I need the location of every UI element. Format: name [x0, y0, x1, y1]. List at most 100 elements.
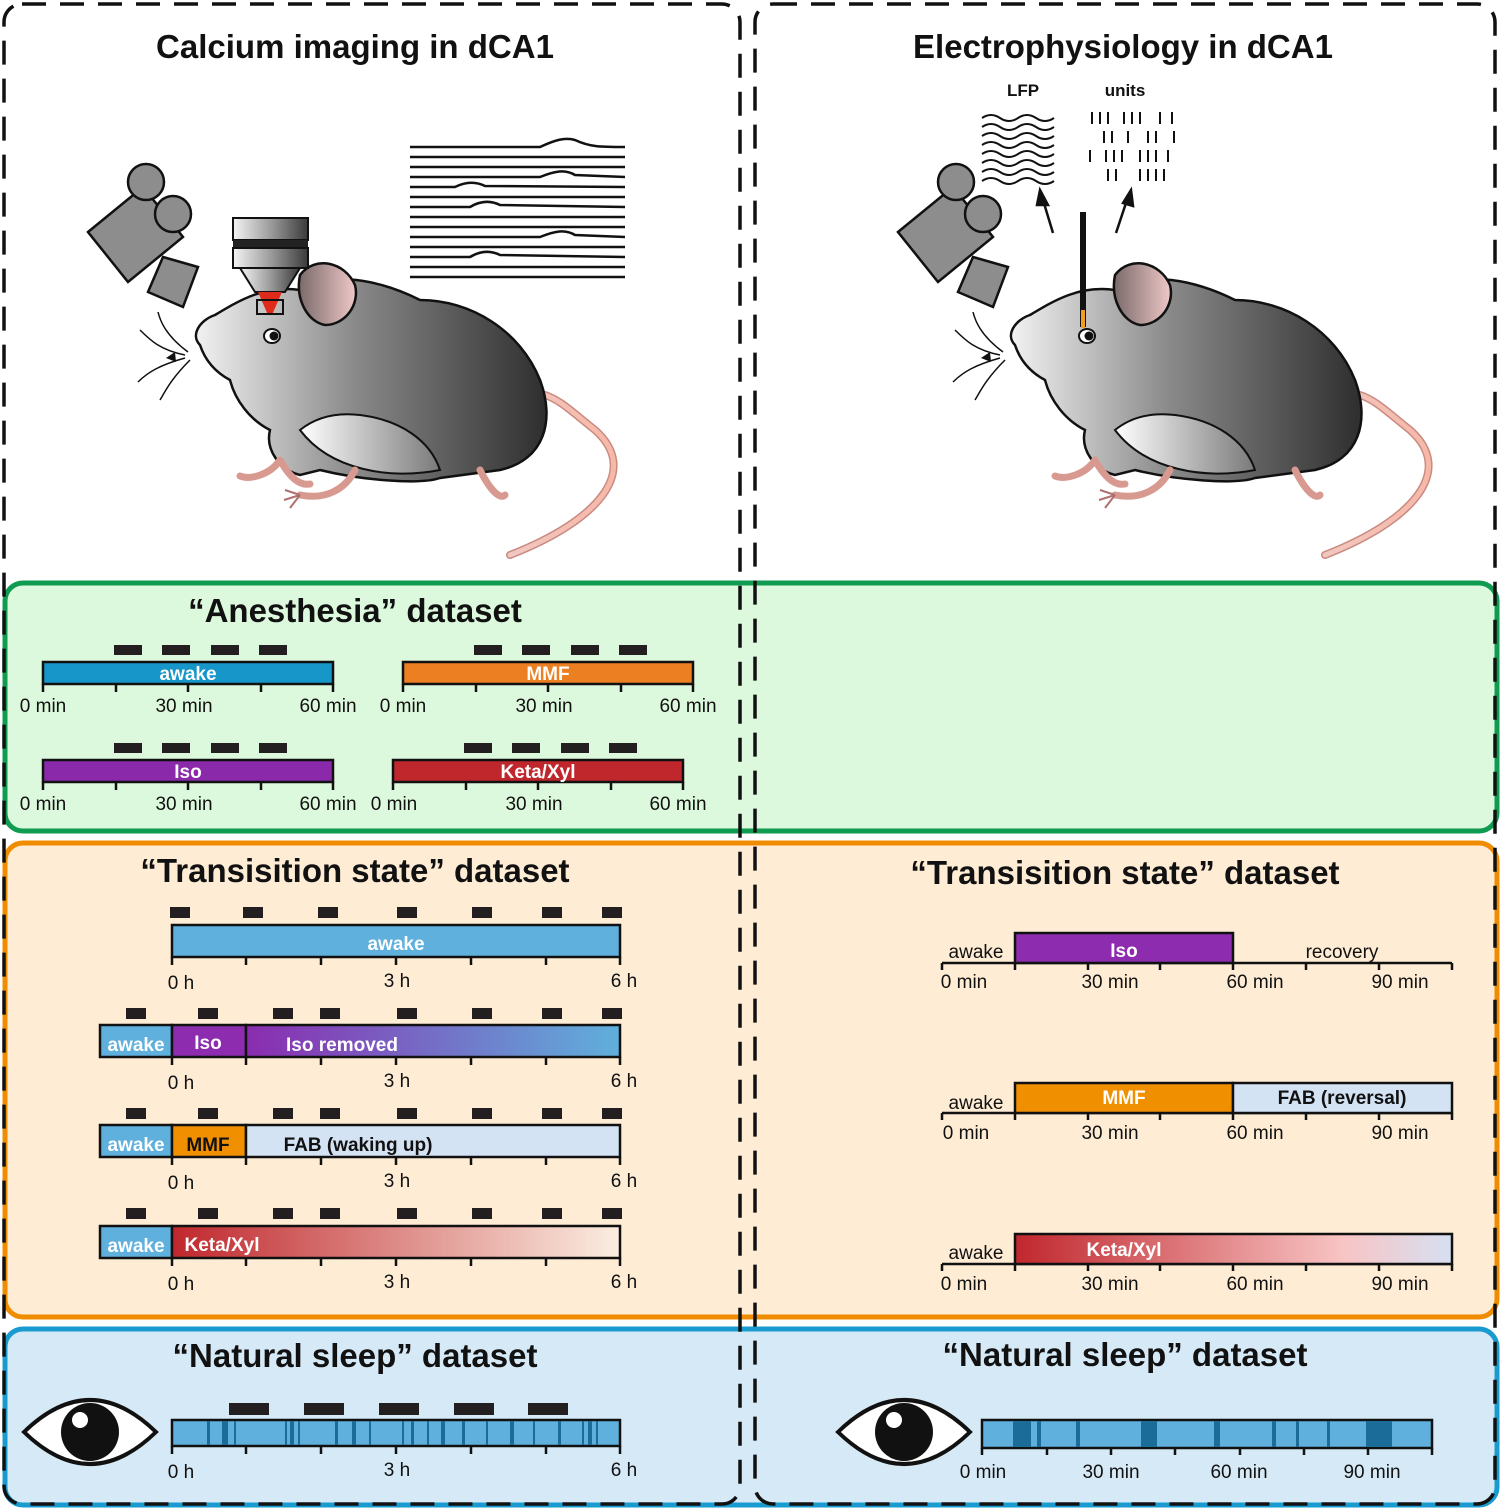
svg-text:0 min: 0 min: [380, 696, 426, 717]
spike-rasters: [1089, 112, 1175, 181]
bar-label: awake: [159, 664, 216, 685]
svg-text:90 min: 90 min: [1371, 1274, 1428, 1295]
svg-text:recovery: recovery: [1306, 942, 1379, 963]
units-label: units: [1105, 81, 1146, 100]
svg-text:FAB (reversal): FAB (reversal): [1278, 1088, 1407, 1109]
svg-text:6 h: 6 h: [611, 1272, 637, 1293]
svg-text:90 min: 90 min: [1343, 1462, 1400, 1483]
svg-text:MMF: MMF: [1102, 1088, 1145, 1109]
svg-text:0 h: 0 h: [168, 1173, 194, 1194]
svg-text:Keta/Xyl: Keta/Xyl: [185, 1235, 260, 1256]
sleep-left-title: “Natural sleep” dataset: [173, 1337, 538, 1374]
left-panel-title: Calcium imaging in dCA1: [156, 28, 554, 65]
svg-text:awake: awake: [367, 934, 424, 955]
svg-text:30 min: 30 min: [1081, 1123, 1138, 1144]
svg-text:60 min: 60 min: [1210, 1462, 1267, 1483]
svg-text:3 h: 3 h: [384, 1071, 410, 1092]
svg-text:Iso: Iso: [194, 1033, 221, 1054]
lfp-label: LFP: [1007, 81, 1039, 100]
right-panel-title: Electrophysiology in dCA1: [913, 28, 1333, 65]
svg-text:0 min: 0 min: [960, 1462, 1006, 1483]
svg-text:awake: awake: [949, 942, 1004, 963]
svg-text:60 min: 60 min: [299, 696, 356, 717]
svg-text:6 h: 6 h: [611, 1171, 637, 1192]
svg-text:MMF: MMF: [186, 1135, 229, 1156]
transition-left-title: “Transisition state” dataset: [140, 852, 569, 889]
svg-text:90 min: 90 min: [1371, 1123, 1428, 1144]
svg-text:30 min: 30 min: [155, 696, 212, 717]
svg-text:Iso: Iso: [174, 762, 201, 783]
camera-icon-right: [896, 162, 1010, 309]
svg-text:0 min: 0 min: [20, 794, 66, 815]
eye-icon: [21, 1398, 159, 1466]
svg-text:0 min: 0 min: [943, 1123, 989, 1144]
svg-text:0 min: 0 min: [941, 1274, 987, 1295]
anesthesia-bar-iso: Iso 0 min 30 min 60 min: [20, 743, 357, 815]
right-panel-border: [753, 2, 1497, 1506]
svg-text:60 min: 60 min: [1226, 1123, 1283, 1144]
svg-text:Iso: Iso: [1110, 941, 1137, 962]
svg-text:90 min: 90 min: [1371, 972, 1428, 993]
svg-text:60 min: 60 min: [649, 794, 706, 815]
anesthesia-bar-awake: awake 0 min 30 min 60 min: [20, 645, 357, 717]
transition-right-row3: awake Keta/Xyl 0 min 30 min 60 min 90 mi…: [940, 1232, 1454, 1295]
svg-text:0 min: 0 min: [371, 794, 417, 815]
transition-left-row4: awake Keta/Xyl 0 h 3 h 6 h: [98, 1208, 637, 1295]
lfp-waves: [981, 114, 1055, 185]
svg-text:0 min: 0 min: [941, 972, 987, 993]
sleep-right-title: “Natural sleep” dataset: [943, 1336, 1308, 1373]
svg-text:3 h: 3 h: [384, 1272, 410, 1293]
svg-text:30 min: 30 min: [1082, 1462, 1139, 1483]
svg-text:awake: awake: [107, 1135, 164, 1156]
svg-text:Keta/Xyl: Keta/Xyl: [501, 762, 576, 783]
anesthesia-bar-mmf: MMF 0 min 30 min 60 min: [380, 645, 717, 717]
svg-text:Iso removed: Iso removed: [286, 1035, 398, 1056]
svg-text:6 h: 6 h: [611, 971, 637, 992]
svg-text:6 h: 6 h: [611, 1460, 637, 1481]
svg-text:FAB (waking up): FAB (waking up): [284, 1135, 433, 1156]
svg-text:30 min: 30 min: [505, 794, 562, 815]
transition-right-title: “Transisition state” dataset: [910, 854, 1339, 891]
svg-text:60 min: 60 min: [1226, 972, 1283, 993]
svg-text:3 h: 3 h: [384, 971, 410, 992]
svg-text:3 h: 3 h: [384, 1460, 410, 1481]
svg-text:awake: awake: [107, 1236, 164, 1257]
microscope-icon: [232, 217, 309, 315]
svg-text:awake: awake: [107, 1035, 164, 1056]
svg-text:0 min: 0 min: [20, 696, 66, 717]
sleep-right-bar: 0 min 30 min 60 min 90 min: [960, 1418, 1434, 1483]
svg-text:awake: awake: [949, 1243, 1004, 1264]
anesthesia-title: “Anesthesia” dataset: [188, 592, 522, 629]
left-panel-border: [2, 2, 742, 1506]
svg-text:60 min: 60 min: [659, 696, 716, 717]
svg-text:0 h: 0 h: [168, 1274, 194, 1295]
svg-text:MMF: MMF: [526, 664, 569, 685]
camera-icon: [86, 162, 200, 309]
svg-text:awake: awake: [949, 1093, 1004, 1114]
svg-text:30 min: 30 min: [155, 794, 212, 815]
transition-left-row1: awake 0 h 3 h 6 h: [168, 907, 637, 994]
svg-text:3 h: 3 h: [384, 1171, 410, 1192]
svg-text:6 h: 6 h: [611, 1071, 637, 1092]
svg-text:60 min: 60 min: [299, 794, 356, 815]
svg-text:30 min: 30 min: [1081, 1274, 1138, 1295]
svg-text:30 min: 30 min: [1081, 972, 1138, 993]
electrode-icon: [1080, 212, 1086, 328]
transition-left-row3: awake MMF FAB (waking up) 0 h 3 h 6 h: [98, 1108, 637, 1194]
mouse-icon: [138, 263, 614, 555]
mouse-icon-right: [953, 263, 1429, 555]
arrows: [1035, 186, 1135, 234]
svg-text:60 min: 60 min: [1226, 1274, 1283, 1295]
calcium-traces: [410, 137, 626, 279]
svg-text:0 h: 0 h: [168, 1073, 194, 1094]
svg-text:Keta/Xyl: Keta/Xyl: [1087, 1240, 1162, 1261]
svg-text:30 min: 30 min: [515, 696, 572, 717]
transition-left-row2: awake Iso Iso removed 0 h 3 h 6 h: [98, 1008, 637, 1094]
anesthesia-bar-ketaxyl: Keta/Xyl 0 min 30 min 60 min: [371, 743, 707, 815]
eye-icon-right: [835, 1398, 973, 1466]
sleep-left-bar: 0 h 3 h 6 h: [168, 1403, 637, 1483]
svg-text:0 h: 0 h: [168, 1462, 194, 1483]
svg-text:0 h: 0 h: [168, 973, 194, 994]
transition-right-row1: awake Iso recovery 0 min 30 min 60 min 9…: [940, 931, 1454, 993]
